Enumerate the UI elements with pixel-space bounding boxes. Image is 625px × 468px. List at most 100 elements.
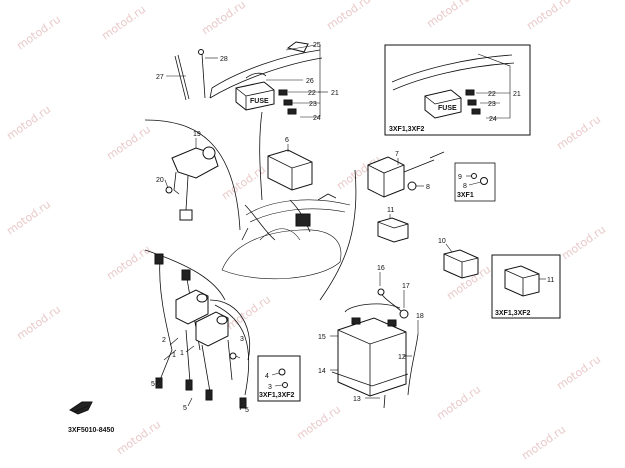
battery-body [337,317,407,397]
callout-11: 11 [547,277,554,284]
callout-11: 11 [387,207,394,214]
leader-line [169,337,179,346]
screw-head [198,49,204,55]
relay-bracket [173,171,180,195]
plug-cap [154,253,164,265]
variant-label: 3XF1,3XF2 [495,310,531,317]
fuse-22 [465,89,475,96]
leader-line [164,179,169,189]
battery-group: 16 17 18 15 14 13 12 [318,265,424,409]
watermark: motod.ru [434,383,483,423]
callout-26: 26 [306,78,314,85]
callout-2: 2 [162,337,166,344]
leader-line [271,372,280,376]
leader-line [300,45,321,118]
variant-label: 3XF1,3XF2 [259,392,295,399]
callout-12: 12 [398,354,406,361]
fuel-tank-outline [221,229,342,280]
rail-line [209,57,323,99]
divider-arc [319,169,357,301]
variant-frame [454,162,496,202]
watermark: motod.ru [559,223,608,263]
watermark: motod.ru [324,0,373,32]
callout-15: 15 [318,334,326,341]
connector [179,209,193,221]
plug-cap [205,389,213,401]
fuse-box-edge [424,95,462,105]
frame-line [259,228,301,241]
leader-line [239,405,243,411]
plug-cap [181,269,191,281]
strap-band [174,55,187,101]
callout-25: 25 [313,42,321,49]
callout-6: 6 [285,137,289,144]
callout-20: 20 [156,177,164,184]
callout-3: 3 [268,384,272,391]
callout-19: 19 [193,131,201,138]
callout-9: 9 [458,174,462,181]
plug-lead [159,257,173,351]
frame-line [245,199,351,216]
watermark: motod.ru [14,13,63,53]
variant-box-top-right: FUSE 22 21 23 24 3XF1,3XF2 [384,44,531,136]
battery-band [344,303,401,313]
leader-line [274,384,283,387]
callout-3: 3 [240,336,244,343]
plug-lead [227,339,233,381]
watermark: motod.ru [4,198,53,238]
coil-end [196,293,208,303]
leader-line [155,379,161,385]
rail-line [211,49,321,89]
flasher-edge [377,221,409,229]
watermark: motod.ru [524,0,573,32]
bracket [286,41,309,53]
relay-body [443,249,479,279]
callout-16: 16 [377,265,385,272]
callout-21: 21 [513,91,521,98]
washer-9 [471,173,477,179]
plug-cap [155,377,163,389]
callout-24: 24 [489,116,497,123]
watermark: motod.ru [554,353,603,393]
fuse-box [424,89,462,119]
callout-21: 21 [331,90,339,97]
rail-line [392,62,515,91]
fuse-box [235,81,275,111]
battery-cable [379,291,403,313]
callout-5: 5 [183,405,187,412]
flasher-body [377,217,409,243]
callout-27: 27 [156,74,164,81]
callout-5: 5 [151,381,155,388]
ignition-coils: 2 1 1 3 5 5 5 [151,253,251,414]
part-10-relay: 10 [438,238,479,279]
callout-8: 8 [426,184,430,191]
frame-sketch [221,193,351,280]
wire [403,159,435,173]
part-6-cdi: 6 [267,137,313,191]
watermark: motod.ru [424,0,473,30]
leader-line [468,181,482,186]
fuse-23 [467,99,477,106]
leader-line [187,397,193,407]
coil-end [216,315,228,325]
plug-cap [185,379,193,391]
frame-line [249,208,346,223]
relay-cap [202,146,216,160]
front-arrow-stroke [73,405,89,413]
watermark: motod.ru [14,303,63,343]
cable-terminal [399,309,409,319]
cable-terminal [377,288,385,296]
rail-line [209,87,213,99]
plug-lead [209,299,251,361]
callout-5: 5 [245,407,249,414]
callout-4: 4 [265,373,269,380]
callout-14: 14 [318,368,326,375]
nut-8 [480,177,488,185]
fuse-24 [471,108,481,115]
divider-arc [144,119,241,231]
callout-22: 22 [308,90,316,97]
watermark: motod.ru [554,113,603,153]
watermark: motod.ru [294,403,343,443]
leader-line [477,53,511,119]
